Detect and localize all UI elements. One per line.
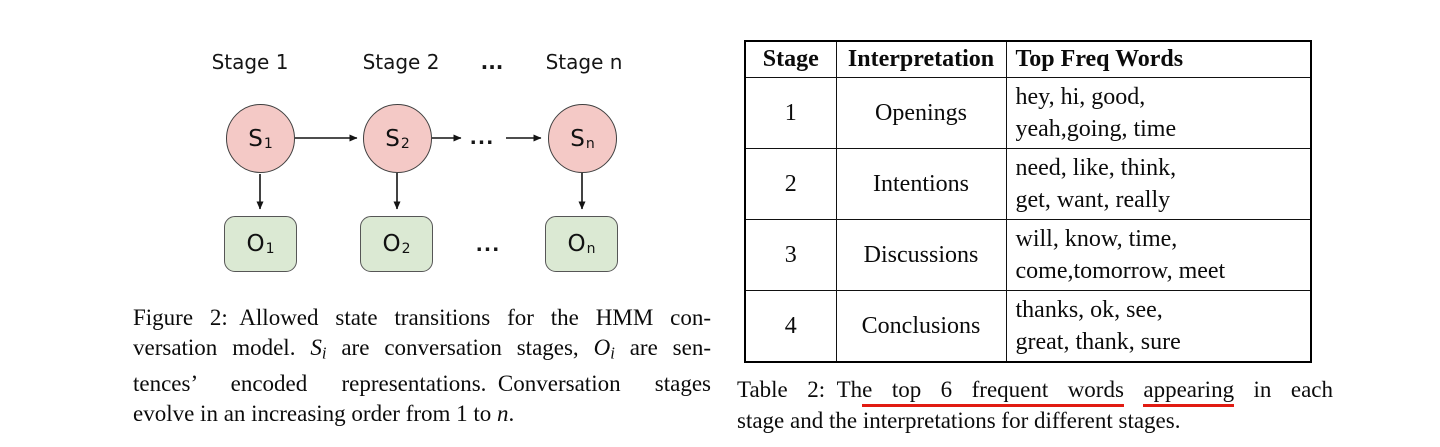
figure-caption-line-1: Figure 2: Allowed state transitions for …	[133, 305, 711, 330]
words-line-2: get, want, really	[1015, 187, 1171, 213]
words-line-1: need, like, think,	[1015, 155, 1177, 181]
cell-interpretation: Openings	[835, 77, 1007, 149]
cell-interpretation: Discussions	[835, 219, 1007, 291]
stage-label-n: Stage n	[545, 50, 623, 74]
header-stage: Stage	[744, 40, 837, 78]
cell-stage: 1	[744, 77, 837, 149]
table-caption: Table 2: The top 6 frequent words appear…	[737, 374, 1333, 436]
ellipsis-states: ...	[469, 127, 495, 149]
table-caption-line-2: stage and the interpretations for differ…	[737, 408, 1181, 433]
stage-label-ellipsis: ...	[480, 50, 504, 74]
cell-stage: 2	[744, 148, 837, 220]
header-top-freq-words: Top Freq Words	[1005, 40, 1312, 78]
words-line-2: great, thank, sure	[1015, 329, 1181, 355]
figure-caption-line-3: tences’ encoded representations. Convers…	[133, 370, 711, 396]
words-line-1: will, know, time,	[1015, 226, 1178, 252]
obs-o1-subscript: 1	[265, 241, 275, 257]
table-header-row: Stage Interpretation Top Freq Words	[744, 40, 1312, 78]
state-s1-letter: S	[248, 125, 263, 152]
stage-label-2: Stage 2	[362, 50, 440, 74]
caption-text: in each	[1234, 377, 1334, 402]
caption-text	[1124, 377, 1143, 402]
header-interpretation: Interpretation	[835, 40, 1007, 78]
table-row: 1 Openings hey, hi, good, yeah,going, tim…	[744, 77, 1312, 149]
state-s1-subscript: 1	[263, 135, 273, 152]
figure-caption: Figure 2: Allowed state transitions for …	[133, 303, 711, 429]
obs-o1-letter: O	[246, 231, 265, 257]
obs-on-subscript: n	[586, 241, 596, 257]
stage-label-1: Stage 1	[211, 50, 289, 74]
ellipsis-observations: ...	[475, 234, 501, 256]
cell-words: hey, hi, good, yeah,going, time	[1005, 77, 1312, 149]
figure-caption-line-2: versation model. Si are conversation sta…	[133, 335, 711, 363]
obs-o2-subscript: 2	[401, 241, 411, 257]
cell-words: need, like, think, get, want, really	[1005, 148, 1312, 220]
table-row: 2 Intentions need, like, think, get, want…	[744, 148, 1312, 220]
words-line-2: come,tomorrow, meet	[1015, 258, 1226, 284]
red-underline-annotation: e top 6 frequent words	[862, 377, 1124, 407]
obs-on-letter: O	[567, 231, 586, 257]
cell-interpretation: Intentions	[835, 148, 1007, 220]
state-s2-letter: S	[385, 125, 400, 152]
table-row: 4 Conclusions thanks, ok, see, great, tha…	[744, 290, 1312, 363]
caption-text: Table 2: Th	[737, 377, 863, 402]
state-sn-letter: S	[570, 125, 585, 152]
cell-interpretation: Conclusions	[835, 290, 1007, 363]
obs-o2-letter: O	[382, 231, 401, 257]
state-sn-subscript: n	[585, 135, 595, 152]
red-underline-annotation: appearing	[1143, 377, 1235, 407]
stage-words-table: Stage Interpretation Top Freq Words 1 Op…	[744, 40, 1312, 363]
cell-stage: 4	[744, 290, 837, 363]
table-row: 3 Discussions will, know, time, come,tomo…	[744, 219, 1312, 291]
words-line-1: hey, hi, good,	[1015, 84, 1146, 110]
words-line-1: thanks, ok, see,	[1015, 297, 1163, 323]
cell-stage: 3	[744, 219, 837, 291]
words-line-2: yeah,going, time	[1015, 116, 1177, 142]
cell-words: thanks, ok, see, great, thank, sure	[1005, 290, 1312, 363]
figure-caption-line-4: evolve in an increasing order from 1 to …	[133, 400, 515, 426]
cell-words: will, know, time, come,tomorrow, meet	[1005, 219, 1312, 291]
table-caption-line-1: Table 2: The top 6 frequent words appear…	[737, 374, 1334, 407]
state-s2-subscript: 2	[400, 135, 410, 152]
